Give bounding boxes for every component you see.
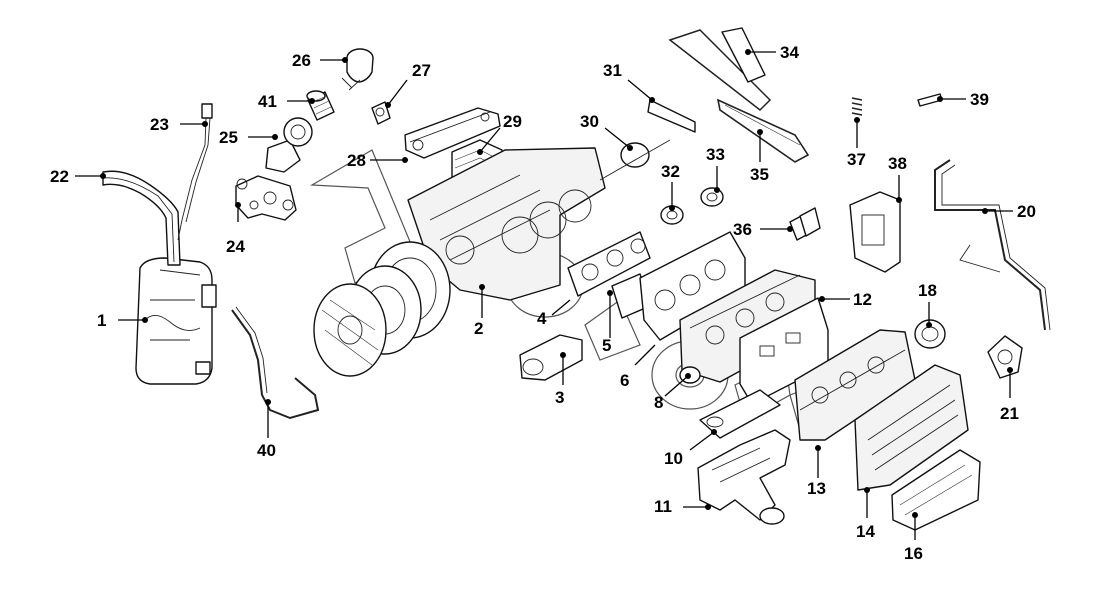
callout-16: 16 bbox=[904, 544, 923, 563]
callout-13: 13 bbox=[807, 479, 826, 498]
part-27-valve bbox=[371, 101, 391, 125]
part-34-chain-guide bbox=[668, 27, 772, 111]
callout-leaders bbox=[75, 49, 1013, 540]
callout-5: 5 bbox=[602, 336, 612, 355]
callout-37: 37 bbox=[847, 150, 866, 169]
callout-4: 4 bbox=[537, 309, 547, 328]
part-38-bracket bbox=[849, 191, 901, 273]
callout-22: 22 bbox=[50, 167, 69, 186]
part-36-clip bbox=[789, 207, 821, 241]
callout-35: 35 bbox=[750, 165, 769, 184]
part-22-coolant-hose bbox=[102, 170, 181, 266]
callout-34: 34 bbox=[780, 43, 799, 62]
callout-27: 27 bbox=[412, 61, 431, 80]
part-26-pulley-cap bbox=[341, 48, 374, 91]
callout-40: 40 bbox=[257, 441, 276, 460]
callout-30: 30 bbox=[580, 112, 599, 131]
callout-28: 28 bbox=[347, 151, 366, 170]
part-14-cam-cover bbox=[854, 364, 969, 491]
part-2-engine-block bbox=[407, 147, 606, 301]
clutch-flywheel-assembly bbox=[313, 241, 451, 377]
callout-25: 25 bbox=[219, 128, 238, 147]
part-35-timing-belt bbox=[716, 98, 810, 163]
callout-6: 6 bbox=[620, 371, 630, 390]
callout-33: 33 bbox=[706, 145, 725, 164]
callout-39: 39 bbox=[970, 90, 989, 109]
callout-41: 41 bbox=[258, 92, 277, 111]
callout-8: 8 bbox=[654, 393, 664, 412]
callout-14: 14 bbox=[856, 522, 875, 541]
callout-36: 36 bbox=[733, 220, 752, 239]
part-11-exhaust-manifold bbox=[697, 429, 791, 525]
part-24-thermostat-housing bbox=[235, 175, 297, 221]
part-40-sensor-wire bbox=[231, 306, 320, 420]
part-4-gasket bbox=[567, 231, 651, 297]
part-31-guide-rail bbox=[647, 99, 696, 133]
callout-24: 24 bbox=[226, 237, 245, 256]
callout-18: 18 bbox=[918, 281, 937, 300]
callout-3: 3 bbox=[555, 388, 565, 407]
part-41-cylinder bbox=[306, 90, 335, 121]
part-21-pulley bbox=[987, 335, 1023, 379]
part-37-spring bbox=[851, 97, 863, 116]
part-23-sensor-wire bbox=[177, 103, 213, 241]
part-18-bearing bbox=[914, 319, 946, 349]
callout-2: 2 bbox=[474, 319, 484, 338]
callout-29: 29 bbox=[503, 112, 522, 131]
callout-20: 20 bbox=[1017, 202, 1036, 221]
part-1-expansion-tank bbox=[135, 257, 217, 385]
part-25-pump-bracket bbox=[265, 117, 313, 173]
callout-31: 31 bbox=[603, 61, 622, 80]
callout-21: 21 bbox=[1000, 404, 1019, 423]
part-30-cam-gear bbox=[599, 139, 671, 181]
callout-23: 23 bbox=[150, 115, 169, 134]
part-20-pipe bbox=[934, 159, 1051, 331]
callout-38: 38 bbox=[888, 154, 907, 173]
callout-11: 11 bbox=[654, 497, 672, 516]
callout-12: 12 bbox=[853, 290, 872, 309]
part-3-pipe bbox=[519, 334, 583, 381]
part-16-heat-shield bbox=[891, 449, 981, 531]
callout-26: 26 bbox=[292, 51, 311, 70]
callout-1: 1 bbox=[97, 311, 107, 330]
part-28-rail bbox=[404, 107, 501, 159]
callout-10: 10 bbox=[664, 449, 683, 468]
callout-32: 32 bbox=[661, 162, 680, 181]
